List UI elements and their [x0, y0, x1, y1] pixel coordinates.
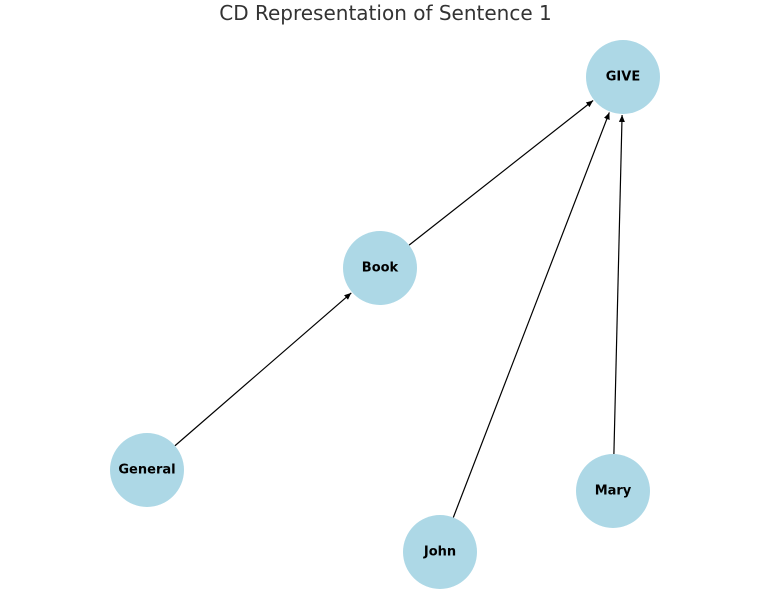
- edge-john-to-give: [452, 112, 610, 518]
- node-label: General: [118, 463, 175, 478]
- node-mary: Mary: [576, 454, 650, 528]
- node-label: GIVE: [606, 70, 640, 85]
- node-circle: [576, 454, 650, 528]
- node-label: John: [423, 545, 456, 560]
- node-label: Book: [362, 261, 399, 276]
- node-book: Book: [343, 231, 417, 305]
- node-circle: [110, 433, 184, 507]
- node-general: General: [110, 433, 184, 507]
- edges-layer: [174, 100, 625, 518]
- node-circle: [403, 515, 477, 589]
- node-circle: [343, 231, 417, 305]
- edge-general-to-book: [174, 292, 352, 447]
- edge-book-to-give: [408, 100, 594, 246]
- diagram-title: CD Representation of Sentence 1: [219, 1, 552, 25]
- node-label: Mary: [595, 484, 632, 499]
- edge-mary-to-give: [613, 114, 625, 455]
- node-circle: [586, 40, 660, 114]
- node-give: GIVE: [586, 40, 660, 114]
- node-john: John: [403, 515, 477, 589]
